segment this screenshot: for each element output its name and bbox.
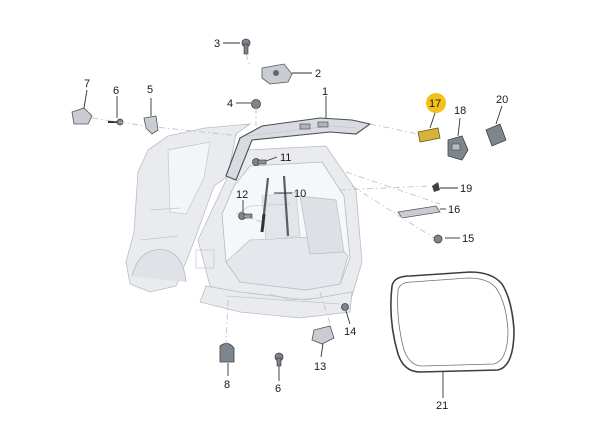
phantom-lines: [91, 53, 441, 345]
callout-13: 13: [314, 361, 326, 373]
leader-lines: [83, 42, 503, 398]
small-parts: [71, 38, 507, 367]
callout-7: 7: [84, 78, 90, 90]
callout-3: 3: [214, 38, 220, 50]
callout-16: 16: [448, 204, 460, 216]
callout-8: 8: [224, 379, 230, 391]
callout-14: 14: [344, 326, 356, 338]
callout-11: 11: [280, 152, 291, 164]
callout-19: 19: [460, 183, 472, 195]
callout-15: 15: [462, 233, 474, 245]
callout-17: 17: [429, 98, 441, 110]
callout-21: 21: [436, 400, 448, 412]
callout-17-highlight: [426, 93, 446, 113]
callout-18: 18: [454, 105, 466, 117]
vehicle-body: [125, 123, 363, 319]
callout-5: 5: [147, 84, 153, 96]
gas-struts: [260, 175, 290, 237]
tailgate-seal: [390, 271, 515, 373]
callout-4: 4: [227, 98, 233, 110]
callout-12: 12: [236, 189, 248, 201]
callout-20: 20: [496, 94, 508, 106]
callout-6-top: 6: [113, 85, 119, 97]
callout-6-bottom: 6: [275, 383, 281, 395]
callout-10: 10: [294, 188, 306, 200]
callout-2: 2: [315, 68, 321, 80]
callout-1: 1: [322, 86, 328, 98]
callout-labels: 3 2 4 1 5 6 7 8 6 10 11 12 13 14 15 16 1…: [84, 38, 508, 412]
